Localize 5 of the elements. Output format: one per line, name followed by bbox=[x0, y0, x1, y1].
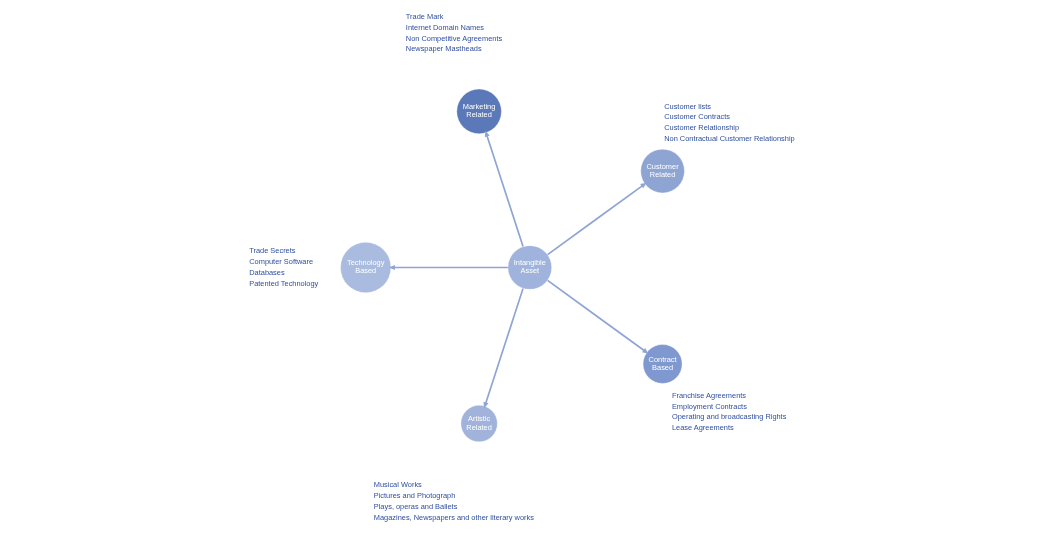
arrow bbox=[388, 264, 509, 271]
arrow bbox=[546, 182, 647, 256]
arrow bbox=[482, 287, 524, 409]
arrow bbox=[484, 130, 524, 248]
arrow bbox=[546, 279, 648, 354]
